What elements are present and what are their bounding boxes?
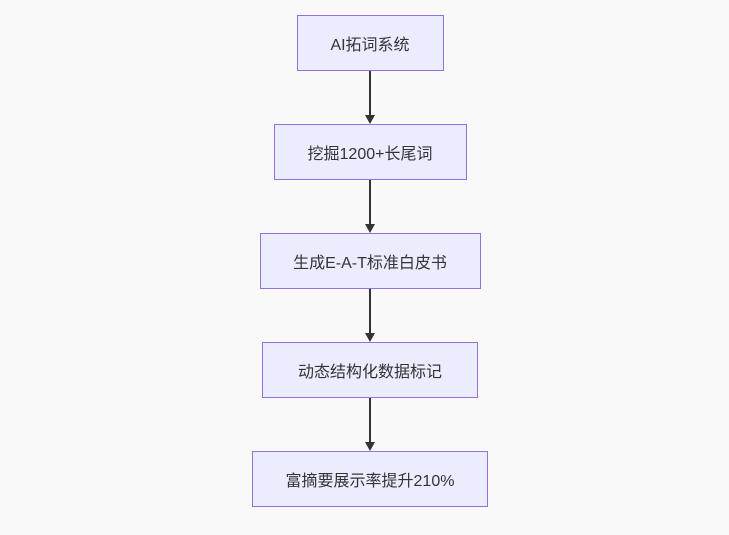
arrow-line (369, 71, 371, 116)
flow-edge-1 (365, 71, 375, 124)
arrow-line (369, 289, 371, 334)
flow-node-1-label: AI拓词系统 (330, 37, 410, 54)
flow-node-5: 富摘要展示率提升210% (252, 451, 488, 507)
flow-node-3: 生成E-A-T标准白皮书 (259, 233, 481, 289)
flow-edge-3 (365, 289, 375, 342)
flow-node-2-label: 挖掘1200+长尾词 (307, 146, 433, 163)
flow-edge-2 (365, 180, 375, 233)
arrowhead-down-icon (365, 115, 375, 124)
arrow-line (369, 398, 371, 443)
flow-node-1: AI拓词系统 (296, 15, 444, 71)
flow-edge-4 (365, 398, 375, 451)
arrowhead-down-icon (365, 442, 375, 451)
flow-node-5-label: 富摘要展示率提升210% (285, 473, 455, 490)
arrow-line (369, 180, 371, 225)
flow-node-4-label: 动态结构化数据标记 (297, 364, 442, 381)
flow-node-2: 挖掘1200+长尾词 (273, 124, 467, 180)
flow-node-3-label: 生成E-A-T标准白皮书 (293, 255, 447, 272)
flow-node-4: 动态结构化数据标记 (262, 342, 478, 398)
arrowhead-down-icon (365, 333, 375, 342)
arrowhead-down-icon (365, 224, 375, 233)
flowchart: AI拓词系统 挖掘1200+长尾词 生成E-A-T标准白皮书 动态结构化数据标记 (252, 15, 488, 507)
